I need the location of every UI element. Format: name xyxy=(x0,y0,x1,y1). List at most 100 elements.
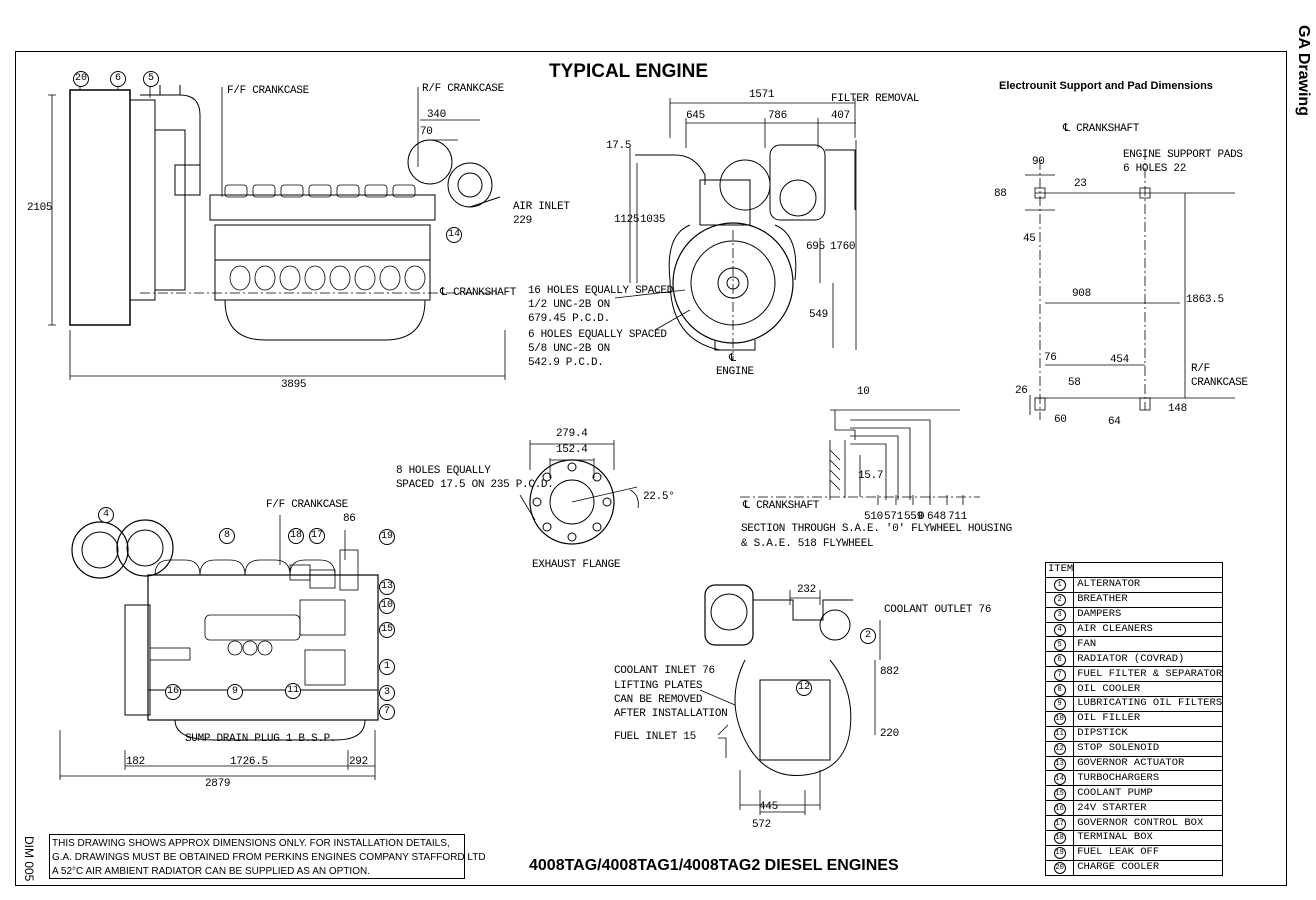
holes-16-line: 679.45 P.C.D. xyxy=(528,313,610,325)
legend-item-number-circle: 11 xyxy=(1053,728,1066,741)
legend-item-number-circle: 18 xyxy=(1053,832,1066,845)
support-rf-line: CRANKCASE xyxy=(1191,377,1248,389)
legend-item-label: TURBOCHARGERS xyxy=(1073,770,1224,787)
legend-item-number: 6 xyxy=(1044,651,1075,668)
legend-item-label: GOVERNOR CONTROL BOX xyxy=(1073,815,1224,832)
dim-786: 786 xyxy=(768,110,787,122)
legend-item-number: 5 xyxy=(1044,636,1075,653)
ff-crankcase-label: F/F CRANKCASE xyxy=(227,85,309,97)
bubble-6: 6 xyxy=(110,71,126,87)
legend-item-label: STOP SOLENOID xyxy=(1073,740,1224,757)
lower-ff-crankcase: F/F CRANKCASE xyxy=(266,499,348,511)
legend-item-number-circle: 14 xyxy=(1053,772,1066,785)
flywheel-caption-line: SECTION THROUGH S.A.E. '0' FLYWHEEL HOUS… xyxy=(741,523,1012,535)
legend-item-label: LUBRICATING OIL FILTERS xyxy=(1073,696,1224,712)
dim-88: 88 xyxy=(994,188,1007,200)
holes-6-line: 542.9 P.C.D. xyxy=(528,357,604,369)
legend-item-label: TERMINAL BOX xyxy=(1073,830,1224,846)
dim-2879: 2879 xyxy=(205,778,231,790)
side-title: GA Drawing xyxy=(1295,25,1312,116)
cl-crankshaft-label: ℄ CRANKSHAFT xyxy=(440,287,517,299)
support-title: Electrounit Support and Pad Dimensions xyxy=(999,80,1213,92)
support-pads-line: 6 HOLES 22 xyxy=(1123,163,1187,175)
legend-header-blank xyxy=(1073,562,1224,578)
side-view-drawing xyxy=(48,78,506,380)
dim-279-4: 279.4 xyxy=(556,428,588,440)
legend-item-label: DAMPERS xyxy=(1073,606,1224,623)
flange-caption: EXHAUST FLANGE xyxy=(532,559,621,571)
legend-item-number: 10 xyxy=(1044,710,1075,727)
legend-item-number: 18 xyxy=(1044,830,1075,846)
legend-item-number-circle: 9 xyxy=(1053,698,1066,711)
bubble-11: 11 xyxy=(285,683,301,699)
legend-item-number-circle: 2 xyxy=(1053,594,1066,607)
legend-item-label: FAN xyxy=(1073,636,1224,653)
dim-148: 148 xyxy=(1168,403,1187,415)
holes-6-line: 5/8 UNC-2B ON xyxy=(528,343,610,355)
air-inlet-label: AIR INLET xyxy=(513,201,570,213)
legend-item-label: FUEL LEAK OFF xyxy=(1073,844,1224,861)
dim-645: 645 xyxy=(686,110,705,122)
flange-holes-line: SPACED 17.5 ON 235 P.C.D. xyxy=(396,479,554,491)
dim-3895: 3895 xyxy=(281,379,307,391)
support-pads-line: ENGINE SUPPORT PADS xyxy=(1123,149,1243,161)
support-rf-line: R/F xyxy=(1191,363,1210,375)
legend-item-number-circle: 8 xyxy=(1053,683,1066,696)
dim-76: 76 xyxy=(1044,352,1057,364)
bubble-7: 7 xyxy=(379,704,395,720)
legend-item-number-circle: 6 xyxy=(1053,653,1066,666)
dim-70: 70 xyxy=(420,126,433,138)
dim-220: 220 xyxy=(880,728,899,740)
cl-engine-label: ENGINE xyxy=(716,366,754,378)
dim-454: 454 xyxy=(1110,354,1129,366)
filter-removal-label: FILTER REMOVAL xyxy=(831,93,920,105)
bubble-17: 17 xyxy=(309,528,325,544)
bubble-19: 19 xyxy=(379,529,395,545)
dim-572: 572 xyxy=(752,819,771,831)
dim-45: 45 xyxy=(1023,233,1036,245)
coolant-outlet-label: COOLANT OUTLET 76 xyxy=(884,604,992,616)
bubble-8: 8 xyxy=(219,528,235,544)
dim-17-5: 17.5 xyxy=(606,140,632,152)
legend-item-number: 12 xyxy=(1044,740,1075,757)
dim-549: 549 xyxy=(809,309,828,321)
legend-row: 18 TERMINAL BOX xyxy=(1044,830,1224,846)
legend-item-number-circle: 13 xyxy=(1053,758,1066,771)
legend-item-number: 8 xyxy=(1044,681,1075,698)
lifting-line: CAN BE REMOVED xyxy=(614,694,703,706)
dim-182: 182 xyxy=(126,756,145,768)
bubble-13: 13 xyxy=(379,579,395,595)
legend-item-number: 3 xyxy=(1044,606,1075,623)
legend-item-label: RADIATOR (COVRAD) xyxy=(1073,651,1224,668)
legend-item-label: AIR CLEANERS xyxy=(1073,621,1224,638)
dim-10: 10 xyxy=(857,386,870,398)
legend-item-label: CHARGE COOLER xyxy=(1073,859,1224,876)
bubble-4: 4 xyxy=(98,507,114,523)
legend-item-number-circle: 3 xyxy=(1053,609,1066,622)
dim-882: 882 xyxy=(880,666,899,678)
flywheel-section-drawing xyxy=(740,409,980,505)
bubble-9: 9 xyxy=(227,684,243,700)
dim-64: 64 xyxy=(1108,416,1121,428)
dim-26: 26 xyxy=(1015,385,1028,397)
legend-item-number: 14 xyxy=(1044,770,1075,787)
dim-1760: 1760 xyxy=(830,241,856,253)
legend-row: 9 LUBRICATING OIL FILTERS xyxy=(1044,696,1224,712)
dim-86: 86 xyxy=(343,513,356,525)
legend-item-number: 1 xyxy=(1044,576,1075,593)
legend-row: 6 RADIATOR (COVRAD) xyxy=(1044,651,1224,668)
dim-1125: 1125 xyxy=(614,214,640,226)
bubble-12: 12 xyxy=(796,680,812,696)
legend-item-number: 4 xyxy=(1044,621,1075,638)
bubble-2: 2 xyxy=(860,628,876,644)
legend-header: ITEM xyxy=(1044,562,1075,578)
